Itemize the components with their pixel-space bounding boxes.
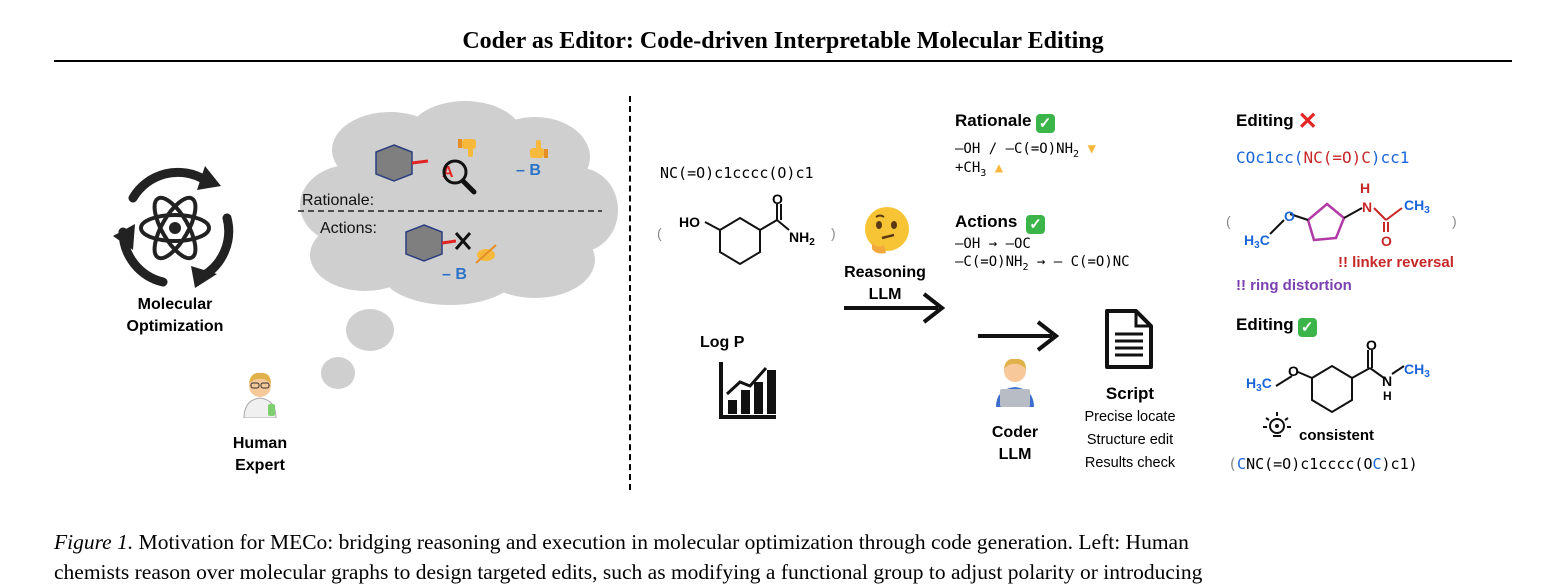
actions-title: Actions [955,212,1018,231]
ring-distortion-note: !! ring distortion [1236,277,1352,294]
svg-text:(: ( [657,225,662,241]
svg-text:(: ( [1226,213,1231,229]
reasoning-arrow [844,292,946,324]
rationale-cloud-label: Rationale: [302,192,374,209]
coder-emoji-icon [996,358,1034,407]
svg-text:CH3: CH3 [1404,361,1430,380]
svg-text:O: O [1366,337,1377,353]
rationale-line-1: –OH / –C(=O)NH2 ▼ [955,141,1096,160]
svg-text:H: H [1383,389,1392,403]
thumbs-down-icon: ▼ [1087,141,1096,157]
title-rule [54,60,1512,62]
svg-text:O: O [1288,363,1299,379]
bar-chart-icon [719,362,776,419]
svg-text:): ) [1452,213,1457,229]
figure-caption: Figure 1. Motivation for MECo: bridging … [54,527,1514,587]
rationale-minus-b: – B [516,162,541,179]
thinking-face-icon [865,207,909,254]
svg-text:CH3: CH3 [1404,197,1430,216]
thumbs-down-icon [458,139,476,157]
coder-llm-label: Coder LLM [991,424,1039,463]
document-icon [1105,309,1153,369]
caption-line-2: chemists reason over molecular graphs to… [54,560,1203,584]
edit2-title: Editing✓ [1236,314,1317,337]
caption-line-1: Figure 1. Motivation for MECo: bridging … [54,530,1189,554]
cross-mark-icon [454,232,472,250]
actions-cloud-label: Actions: [320,220,377,237]
svg-text:O: O [1284,208,1295,224]
input-smiles: NC(=O)c1cccc(O)c1 [660,164,814,182]
actions-block: Actions ✓ –OH → –OC –C(=O)NH2 → – C(=O)N… [955,211,1130,273]
script-step: Results check [1084,455,1176,471]
thumbs-up-icon: ▲ [994,159,1004,176]
rationale-block: Rationale✓ –OH / –C(=O)NH2 ▼ +CH3 ▲ [955,110,1096,179]
edit1-title: Editing✕ [1236,108,1318,135]
page-title: Coder as Editor: Code-driven Interpretab… [462,28,1104,54]
check-icon: ✓ [1297,318,1317,337]
property-label: Log P [700,334,745,351]
check-icon: ✓ [1035,114,1055,133]
lightbulb-icon [1263,412,1291,437]
check-icon: ✓ [1026,215,1046,234]
svg-text:HO: HO [679,214,700,230]
input-molecule: ( ) HO O NH2 [657,191,836,266]
rationale-title: Rationale [955,111,1032,130]
actions-line-2: –C(=O)NH2 → – C(=O)NC [955,254,1130,273]
writing-hand-icon [475,244,497,264]
svg-text:O: O [1381,233,1392,249]
atom-cycle-icon [113,166,234,288]
scientist-emoji-icon [243,372,277,418]
svg-text:N: N [1362,199,1372,215]
cross-icon: ✕ [1297,108,1318,135]
svg-text:N: N [1382,373,1392,389]
thought-cloud: A – B Rationale: Actions: – B [298,101,618,389]
svg-text:): ) [831,225,836,241]
svg-text:H3C: H3C [1246,375,1272,394]
panel-divider [629,96,631,490]
script-block: Script Precise locate Structure edit Res… [1070,383,1190,475]
edit1-smiles: COc1cc(NC(=O)C)cc1 [1236,148,1410,167]
script-step: Structure edit [1086,432,1174,448]
consistent-note: consistent [1299,427,1375,444]
script-step: Precise locate [1084,409,1176,425]
edit2-molecule: O N H CH3 O H3C [1246,337,1430,414]
svg-text:H3C: H3C [1244,232,1270,251]
rationale-line-2: +CH3 ▲ [955,159,1004,179]
optimization-label: Molecular Optimization [126,296,224,335]
actions-minus-b: – B [442,266,467,283]
coder-arrow [978,320,1060,352]
svg-text:NH2: NH2 [789,229,815,248]
magnifier-icon [442,159,477,195]
svg-text:H: H [1360,180,1370,196]
edit1-molecule: ( ) H N CH3 O O H3C [1226,180,1457,251]
edit2-smiles: (CNC(=O)c1cccc(OC)c1) [1228,455,1418,473]
thumbs-up-icon [530,140,548,158]
expert-label: Human Expert [232,435,288,474]
svg-text:O: O [772,191,783,207]
linker-reversal-note: !! linker reversal [1338,254,1454,271]
reasoning-llm-label: Reasoning LLM [844,264,926,303]
actions-line-1: –OH → –OC [955,236,1031,252]
script-title: Script [1105,384,1155,403]
